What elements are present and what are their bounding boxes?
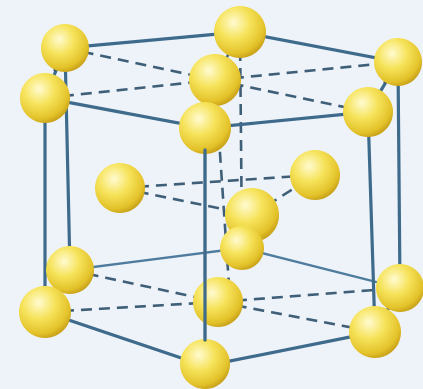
atom	[343, 87, 393, 137]
vertical-edge	[366, 110, 377, 334]
atom	[95, 163, 145, 213]
top-dashed-edge	[214, 60, 399, 82]
atom	[290, 150, 340, 200]
bottom-hex-edge	[43, 310, 207, 368]
bottom-dashed-edge	[44, 300, 219, 314]
middle-dashed-edge	[119, 173, 316, 190]
top-dashed-edge	[214, 78, 369, 114]
atom	[193, 277, 243, 327]
top-hex-edge	[43, 96, 207, 130]
atom	[41, 24, 89, 72]
top-hex-edge	[63, 30, 242, 50]
atom	[374, 38, 422, 86]
bottom-dashed-edge	[217, 300, 376, 334]
atom	[376, 264, 423, 312]
top-hex-edge	[238, 30, 400, 64]
atom	[349, 306, 401, 358]
vertical-edge	[396, 60, 402, 290]
atom	[180, 339, 230, 389]
bottom-dashed-edge	[217, 286, 401, 304]
atom	[189, 54, 241, 106]
atom	[20, 73, 70, 123]
atom	[19, 286, 71, 338]
bottom-dashed-edge	[69, 268, 219, 304]
bottom-hex-edge	[203, 330, 377, 368]
atom	[46, 246, 94, 294]
atoms	[19, 6, 423, 389]
top-hex-edge	[203, 110, 370, 130]
top-dashed-edge	[44, 78, 216, 100]
atom	[179, 102, 231, 154]
bottom-hex-edge	[68, 246, 244, 272]
atom	[214, 6, 266, 58]
atom	[220, 226, 264, 270]
